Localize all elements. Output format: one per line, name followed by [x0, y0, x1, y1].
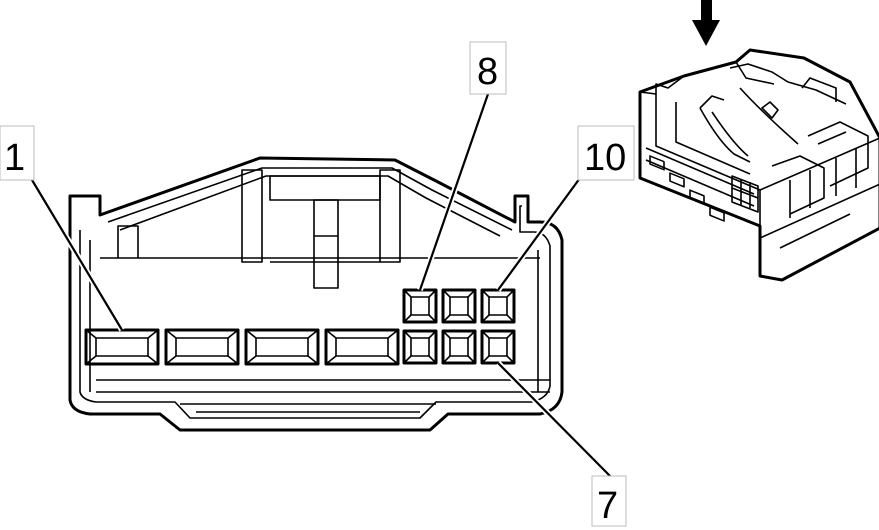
latch-frame-right	[379, 169, 401, 263]
large-cavity-2	[164, 328, 240, 366]
connector-housing-outline	[68, 156, 564, 432]
callout-1: 1	[0, 125, 35, 181]
leader-1	[31, 179, 123, 331]
callout-1-box	[0, 125, 35, 181]
small-cavity-10	[480, 288, 516, 324]
callout-1-label: 1	[4, 137, 25, 179]
connector-face	[68, 156, 564, 432]
small-cavity-5	[402, 329, 438, 365]
left-latch	[117, 225, 139, 258]
connector-inner-outline	[79, 205, 551, 419]
latch-key	[313, 199, 339, 289]
leader-10	[497, 177, 581, 291]
small-cavity-8	[402, 288, 438, 324]
small-cavity-7	[480, 329, 516, 365]
latch-frame	[241, 169, 263, 263]
callout-10-label: 10	[584, 137, 626, 179]
latch-top	[269, 175, 381, 201]
leader-8	[418, 93, 490, 291]
large-cavity-4	[324, 328, 400, 366]
large-cavity-3	[244, 328, 320, 366]
callout-8: 8	[469, 41, 507, 95]
arrow-down-icon	[692, 0, 720, 46]
callout-8-label: 8	[477, 51, 498, 93]
large-cavity-1	[84, 328, 160, 366]
callout-10-box	[577, 125, 635, 181]
connector-top-ridge	[107, 167, 513, 231]
callout-7-label: 7	[597, 485, 618, 527]
small-cavity-6	[441, 329, 477, 365]
callout-7-box	[591, 475, 627, 527]
callout-8-box	[469, 41, 507, 95]
small-cavity-9	[441, 288, 477, 324]
leader-7	[497, 362, 613, 479]
callout-10: 10	[577, 125, 635, 181]
callout-7: 7	[591, 475, 627, 527]
callout-leaders	[29, 93, 615, 481]
connector-isometric-icon	[638, 48, 879, 282]
